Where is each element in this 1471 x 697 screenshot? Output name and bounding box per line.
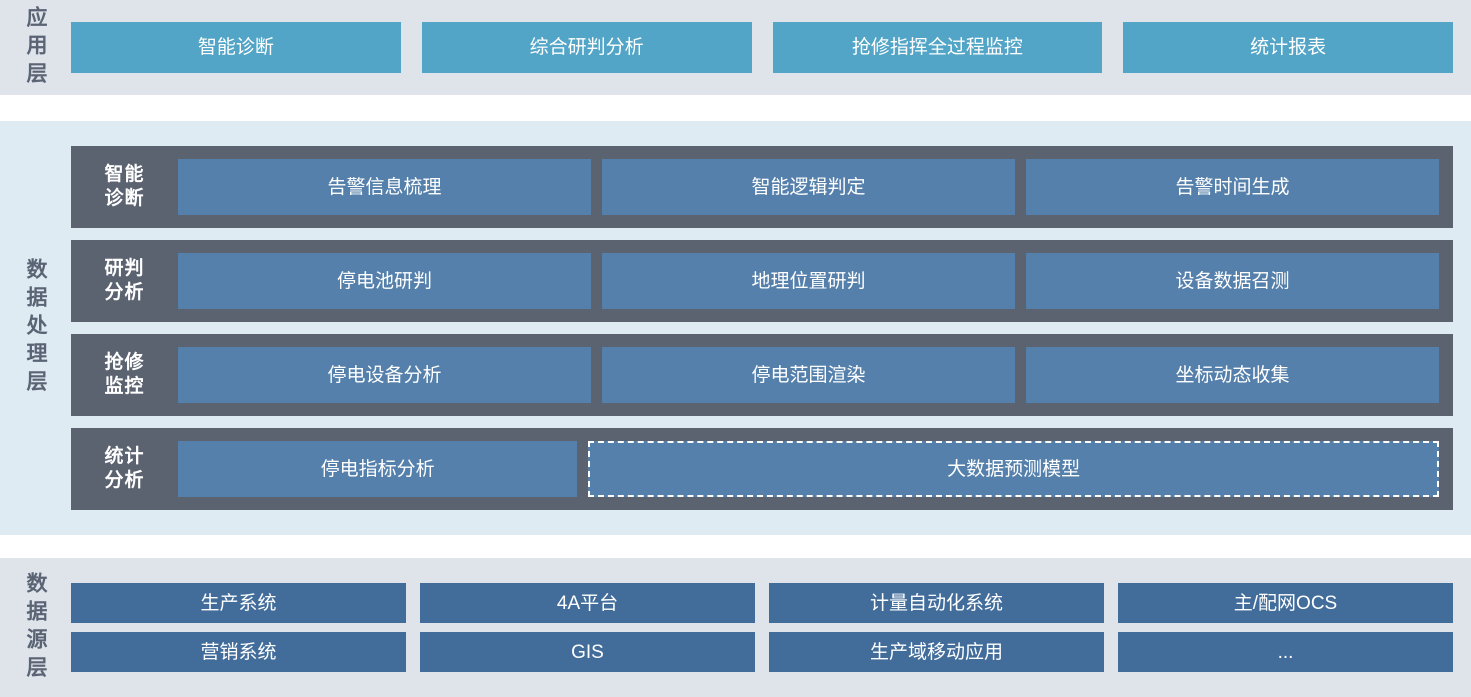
data-source-layer-label: 数据源层 [0, 558, 71, 697]
app-card-comprehensive-analysis[interactable]: 综合研判分析 [421, 22, 752, 73]
proc-card-device-data-retrieval[interactable]: 设备数据召测 [1026, 253, 1439, 309]
proc-card-alarm-info-sorting[interactable]: 告警信息梳理 [178, 159, 591, 215]
proc-row-repair-monitoring: 抢修 监控 停电设备分析 停电范围渲染 坐标动态收集 [71, 334, 1453, 416]
app-card-statistical-report[interactable]: 统计报表 [1123, 22, 1453, 73]
proc-card-intelligent-logic-judgement[interactable]: 智能逻辑判定 [602, 159, 1015, 215]
proc-row-label-line2: 监控 [104, 376, 145, 397]
source-card-metering-automation-system[interactable]: 计量自动化系统 [769, 583, 1104, 623]
data-source-layer-label-text: 数据源层 [24, 571, 47, 684]
proc-row-label-judgement-analysis: 研判 分析 [71, 257, 178, 306]
data-processing-layer-rows: 智能 诊断 告警信息梳理 智能逻辑判定 告警时间生成 研判 分析 停电池研判 地… [71, 121, 1471, 535]
source-card-4a-platform[interactable]: 4A平台 [420, 583, 755, 623]
source-row-1: 生产系统 4A平台 计量自动化系统 主/配网OCS [71, 583, 1453, 623]
proc-row-label-statistical-analysis: 统计 分析 [71, 445, 178, 494]
proc-cards-judgement-analysis: 停电池研判 地理位置研判 设备数据召测 [178, 240, 1439, 322]
source-row-2: 营销系统 GIS 生产域移动应用 ... [71, 632, 1453, 672]
proc-card-outage-index-analysis[interactable]: 停电指标分析 [178, 441, 578, 497]
layer-gap-bottom [0, 535, 1471, 558]
data-processing-layer: 数据处理层 智能 诊断 告警信息梳理 智能逻辑判定 告警时间生成 研判 分析 [0, 121, 1471, 535]
source-card-marketing-system[interactable]: 营销系统 [71, 632, 406, 672]
data-processing-layer-label-text: 数据处理层 [24, 258, 47, 398]
proc-card-outage-device-analysis[interactable]: 停电设备分析 [178, 347, 591, 403]
proc-row-label-line1: 抢修 [104, 351, 145, 373]
app-card-intelligent-diagnosis[interactable]: 智能诊断 [71, 22, 401, 73]
proc-card-outage-scope-rendering[interactable]: 停电范围渲染 [602, 347, 1015, 403]
proc-cards-intelligent-diagnosis: 告警信息梳理 智能逻辑判定 告警时间生成 [178, 146, 1439, 228]
proc-row-label-intelligent-diagnosis: 智能 诊断 [71, 163, 178, 212]
proc-card-big-data-prediction-model[interactable]: 大数据预测模型 [588, 441, 1439, 497]
app-card-repair-monitoring[interactable]: 抢修指挥全过程监控 [772, 22, 1103, 73]
proc-row-label-line2: 分析 [104, 470, 145, 491]
application-layer-cards: 智能诊断 综合研判分析 抢修指挥全过程监控 统计报表 [71, 0, 1471, 95]
proc-row-judgement-analysis: 研判 分析 停电池研判 地理位置研判 设备数据召测 [71, 240, 1453, 322]
proc-row-label-repair-monitoring: 抢修 监控 [71, 351, 178, 400]
data-source-layer: 数据源层 生产系统 4A平台 计量自动化系统 主/配网OCS 营销系统 GIS … [0, 558, 1471, 697]
proc-card-geographic-location-judgement[interactable]: 地理位置研判 [602, 253, 1015, 309]
proc-row-statistical-analysis: 统计 分析 停电指标分析 大数据预测模型 [71, 428, 1453, 510]
proc-row-intelligent-diagnosis: 智能 诊断 告警信息梳理 智能逻辑判定 告警时间生成 [71, 146, 1453, 228]
proc-cards-statistical-analysis: 停电指标分析 大数据预测模型 [178, 428, 1439, 510]
proc-row-label-line2: 诊断 [104, 188, 145, 209]
application-layer: 应用层 智能诊断 综合研判分析 抢修指挥全过程监控 统计报表 [0, 0, 1471, 95]
proc-row-label-line2: 分析 [104, 282, 145, 303]
source-card-main-distribution-ocs[interactable]: 主/配网OCS [1118, 583, 1453, 623]
proc-card-outage-pool-judgement[interactable]: 停电池研判 [178, 253, 591, 309]
proc-card-coordinate-dynamic-collection[interactable]: 坐标动态收集 [1026, 347, 1439, 403]
proc-cards-repair-monitoring: 停电设备分析 停电范围渲染 坐标动态收集 [178, 334, 1439, 416]
source-card-production-mobile-app[interactable]: 生产域移动应用 [769, 632, 1104, 672]
application-layer-label: 应用层 [0, 0, 71, 95]
data-processing-layer-label: 数据处理层 [0, 121, 71, 535]
proc-row-label-line1: 研判 [104, 257, 145, 279]
proc-row-label-line1: 智能 [104, 163, 145, 185]
source-card-gis[interactable]: GIS [420, 632, 755, 672]
proc-row-label-line1: 统计 [104, 445, 145, 467]
data-source-layer-rows: 生产系统 4A平台 计量自动化系统 主/配网OCS 营销系统 GIS 生产域移动… [71, 558, 1471, 697]
source-card-production-system[interactable]: 生产系统 [71, 583, 406, 623]
layer-gap-top [0, 95, 1471, 121]
source-card-more[interactable]: ... [1118, 632, 1453, 672]
proc-card-alarm-time-generation[interactable]: 告警时间生成 [1026, 159, 1439, 215]
application-layer-label-text: 应用层 [24, 5, 47, 90]
